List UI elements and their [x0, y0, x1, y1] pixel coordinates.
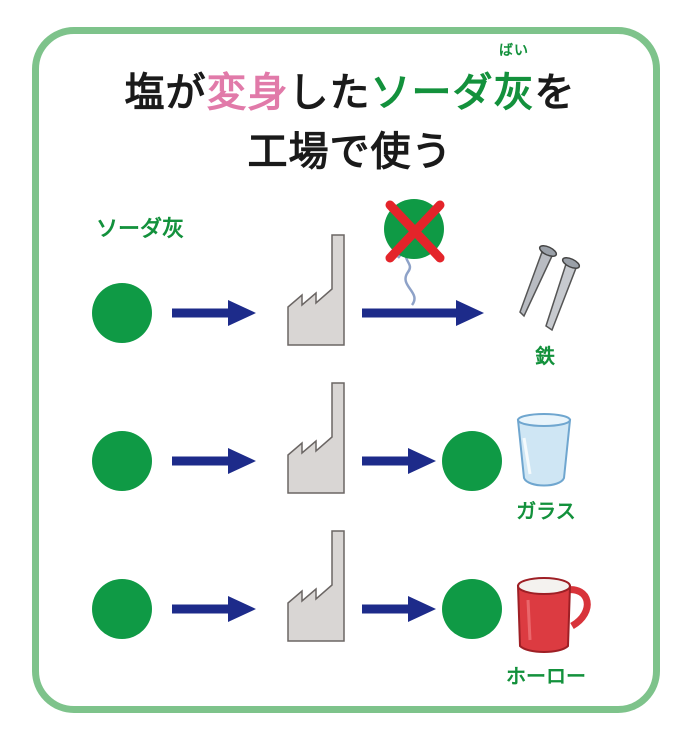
soda-ash-ball	[92, 431, 152, 491]
title-part-transform: 変身	[206, 70, 289, 116]
arrow-icon	[172, 596, 256, 622]
title-part-ash: ばい灰	[493, 43, 535, 118]
factory-icon	[287, 234, 345, 346]
enamel-label: ホーロー	[506, 664, 586, 688]
soda-ash-ball	[92, 283, 152, 343]
glass-label: ガラス	[516, 499, 576, 523]
factory-icon	[287, 530, 345, 642]
title-part-soda: ソーダ	[370, 70, 494, 116]
soda-ash-ball	[92, 579, 152, 639]
iron-label: 鉄	[535, 344, 555, 368]
arrow-icon	[362, 596, 436, 622]
soda-ash-ball	[442, 431, 502, 491]
title-part-wo: を	[534, 70, 576, 116]
arrow-icon	[172, 300, 256, 326]
title-line-1: 塩が変身したソーダばい灰を	[0, 43, 700, 118]
title-ruby-bai: ばい	[499, 43, 529, 59]
factory-icon	[287, 382, 345, 494]
soda-ash-label: ソーダ灰	[96, 217, 185, 242]
arrow-icon	[172, 448, 256, 474]
arrow-icon	[362, 448, 436, 474]
title-part-did: した	[288, 70, 371, 116]
soda-ash-ball	[442, 579, 502, 639]
cross-icon	[384, 199, 445, 263]
nails-icon	[519, 244, 581, 332]
arrow-icon	[362, 300, 484, 326]
glass-cup-icon	[516, 413, 572, 487]
title-line-2: 工場で使う	[247, 129, 453, 175]
title-ash-char: 灰	[493, 70, 535, 116]
enamel-mug-icon	[516, 577, 591, 653]
title-part-salt: 塩が	[124, 70, 207, 116]
